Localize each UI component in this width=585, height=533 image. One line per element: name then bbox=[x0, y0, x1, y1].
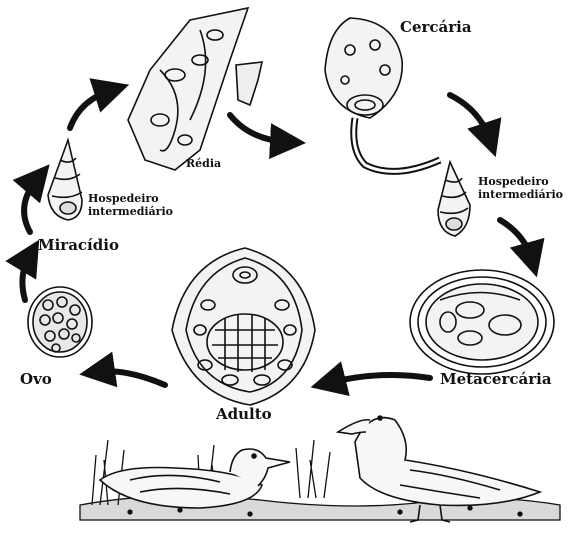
label-metacercaria: Metacercária bbox=[440, 372, 552, 387]
label-adulto: Adulto bbox=[216, 407, 272, 422]
metacercaria-drawing bbox=[410, 270, 554, 374]
cercaria-drawing bbox=[325, 18, 440, 171]
egg-drawing bbox=[28, 287, 92, 357]
label-host-right: Hospedeiro intermediário bbox=[478, 176, 563, 201]
arrow-snail-to-metacercaria bbox=[500, 220, 532, 260]
arrow-adult-to-ovo bbox=[97, 371, 165, 385]
label-miracidio: Miracídio bbox=[38, 238, 119, 253]
label-host-right-line1: Hospedeiro bbox=[478, 176, 563, 189]
snail-left-drawing bbox=[48, 140, 82, 220]
label-host-left-line2: intermediário bbox=[88, 206, 173, 219]
label-redia: Rédia bbox=[186, 158, 221, 171]
label-host-left: Hospedeiro intermediário bbox=[88, 193, 173, 218]
arrow-redia-to-cercaria bbox=[230, 115, 288, 142]
arrow-metacercaria-to-adult bbox=[328, 375, 430, 383]
label-host-right-line2: intermediário bbox=[478, 189, 563, 202]
arrow-cercaria-to-snail bbox=[450, 95, 490, 140]
label-host-left-line1: Hospedeiro bbox=[88, 193, 173, 206]
redia-drawing bbox=[128, 8, 262, 170]
arrow-ovo-to-miracidio bbox=[22, 255, 30, 300]
arrow-snail-to-redia bbox=[70, 90, 112, 128]
arrow-miracidio-to-snail bbox=[24, 178, 38, 232]
snail-right-drawing bbox=[438, 162, 470, 236]
adult-fluke-drawing bbox=[172, 248, 315, 405]
label-ovo: Ovo bbox=[20, 372, 52, 387]
label-cercaria: Cercária bbox=[400, 20, 472, 35]
